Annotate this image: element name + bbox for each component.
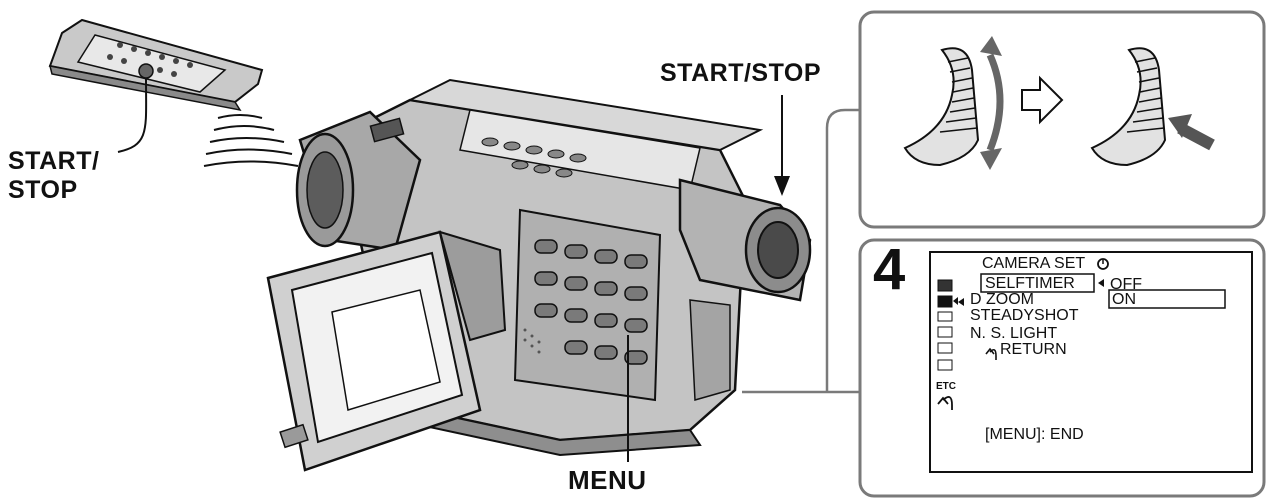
on-option-box	[1108, 289, 1226, 309]
menu-panel	[858, 238, 1266, 498]
return-icon	[937, 396, 953, 410]
menu-button-label: MENU	[568, 465, 647, 495]
control-dial-rotate-icon	[903, 36, 1004, 170]
panel-connector-lines	[742, 108, 860, 394]
ir-signal-waves	[203, 114, 299, 167]
camcorder	[266, 78, 812, 472]
remote-commander	[48, 18, 264, 112]
menu-side-icons	[937, 279, 953, 371]
lcd-screen-frame	[929, 251, 1253, 473]
lcd-menu-item-selftimer: SELFTIMER	[985, 275, 1075, 292]
selected-category-arrow-icon	[953, 297, 958, 305]
lcd-menu-item-return: RETURN	[1000, 341, 1067, 358]
option-pointer-arrow-icon	[1098, 279, 1104, 287]
selftimer-icon	[1097, 258, 1109, 270]
return-item-icon	[985, 347, 997, 360]
next-step-arrow-icon	[1021, 75, 1064, 125]
lcd-footer: [MENU]: END	[985, 426, 1084, 443]
lcd-menu-item-steadyshot: STEADYSHOT	[970, 307, 1079, 324]
item-pointer-arrow-icon	[958, 298, 964, 306]
dial-panel	[858, 10, 1266, 229]
lcd-etc-icon-label: ETC	[936, 381, 956, 392]
control-dial-press-icon	[1090, 47, 1215, 167]
remote-start-stop-label-line1: START/	[8, 147, 100, 175]
camera-start-stop-label: START/STOP	[660, 59, 822, 87]
remote-start-stop-label-line2: STOP	[8, 176, 78, 204]
remote-start-stop-label: START/ STOP	[8, 147, 118, 205]
lcd-option-off: OFF	[1110, 276, 1142, 293]
lcd-option-on: ON	[1112, 291, 1136, 308]
selftimer-highlight-box	[980, 273, 1095, 293]
lcd-menu-item-d-zoom: D ZOOM	[970, 291, 1034, 308]
lcd-menu-item-ns-light: N. S. LIGHT	[970, 325, 1058, 342]
remote-leader-line	[117, 77, 148, 153]
start-stop-arrow	[774, 95, 790, 196]
lcd-menu-title: CAMERA SET	[982, 255, 1086, 272]
step-number: 4	[873, 237, 906, 302]
